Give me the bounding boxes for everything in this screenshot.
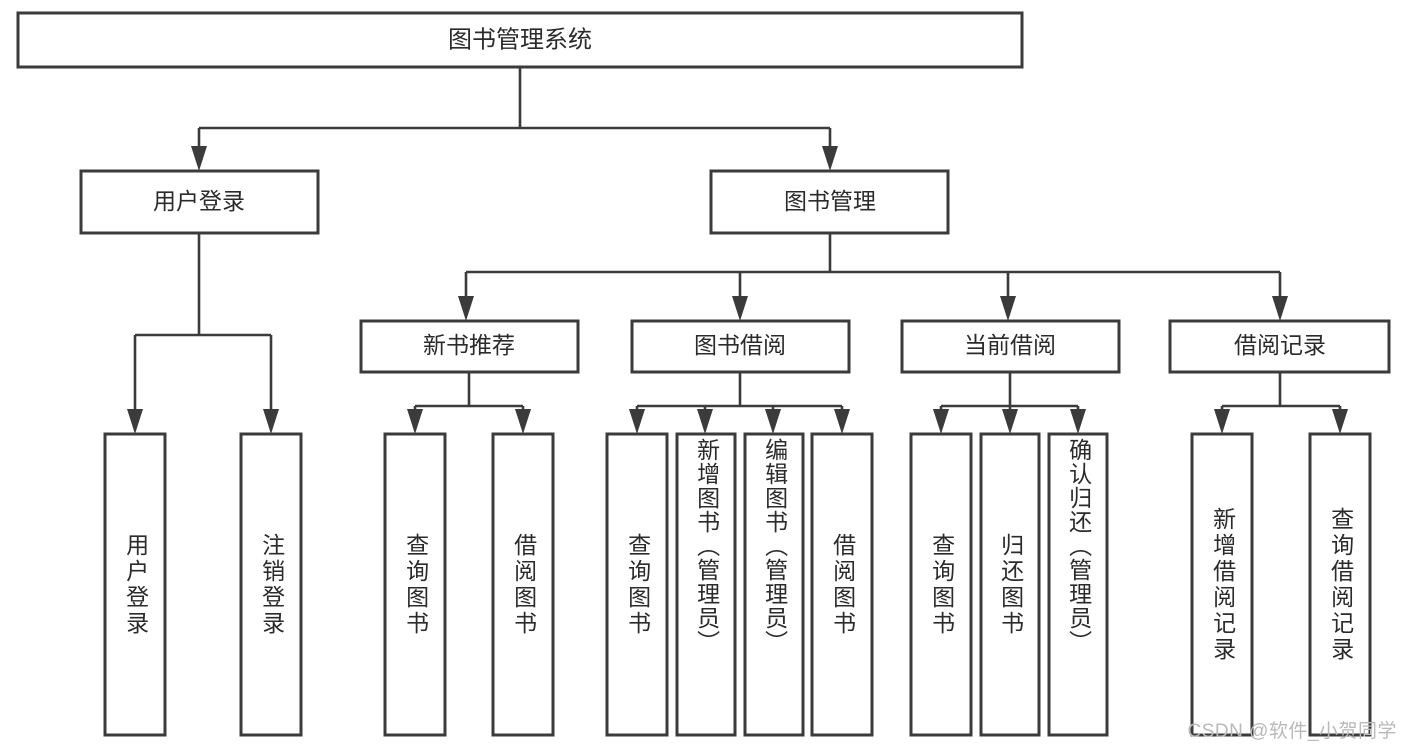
node-box-root[interactable] (16, 11, 1024, 69)
arrow-head-new-book (458, 296, 474, 321)
arrow-head-br-2 (1332, 409, 1348, 434)
connector-borrowrecord-to-leaves (1214, 372, 1348, 434)
arrow-head-cb-2 (1002, 409, 1018, 434)
connector-currentborrow-to-leaves (933, 372, 1086, 434)
leaf-box-book-borrow-2[interactable] (743, 432, 805, 737)
node-label-book-borrow: 图书借阅 (694, 332, 786, 358)
node-label-borrow-record: 借阅记录 (1234, 332, 1326, 358)
arrow-head-user-login (191, 146, 207, 171)
leaf-box-user-login-0[interactable] (103, 432, 167, 737)
node-box-new-book-recommend[interactable] (359, 319, 580, 374)
leaf-box-borrow-record-0[interactable] (1190, 432, 1254, 737)
arrow-head-bb-1 (629, 409, 645, 434)
connector-bookborrow-to-leaves (629, 372, 850, 434)
watermark-text: CSDN @软件_小贺同学 (1187, 721, 1397, 742)
arrow-head-leaf-2 (263, 409, 279, 434)
arrow-head-bb-3 (765, 409, 781, 434)
node-label-root: 图书管理系统 (448, 26, 592, 53)
node-box-current-borrow[interactable] (900, 319, 1121, 374)
leaf-box-current-borrow-0[interactable] (909, 432, 973, 737)
connector-root-to-level2 (191, 68, 838, 171)
node-box-user-login[interactable] (79, 169, 320, 235)
leaf-box-current-borrow-1[interactable] (979, 432, 1041, 737)
arrow-head-bb-2 (697, 409, 713, 434)
arrow-head-nb-1 (407, 409, 423, 434)
arrow-head-bb-4 (834, 409, 850, 434)
arrow-head-book-borrow (732, 296, 748, 321)
node-label-book-management: 图书管理 (784, 188, 876, 214)
leaf-box-current-borrow-2[interactable] (1047, 432, 1109, 737)
connector-bookmgmt-to-level3 (458, 233, 1288, 321)
arrow-head-cb-3 (1070, 409, 1086, 434)
leaf-box-user-login-1[interactable] (239, 432, 303, 737)
leaf-box-new-book-1[interactable] (491, 432, 555, 737)
node-label-current-borrow: 当前借阅 (964, 332, 1056, 358)
node-box-book-management[interactable] (709, 169, 950, 235)
arrow-head-leaf-1 (127, 409, 143, 434)
leaf-box-new-book-0[interactable] (383, 432, 447, 737)
connector-userlogin-to-leaves (127, 233, 279, 434)
node-label-user-login: 用户登录 (153, 188, 245, 214)
arrow-head-borrow-record (1272, 296, 1288, 321)
leaf-box-book-borrow-1[interactable] (675, 432, 737, 737)
leaf-box-borrow-record-1[interactable] (1308, 432, 1372, 737)
arrow-head-nb-2 (515, 409, 531, 434)
node-label-new-book-recommend: 新书推荐 (423, 332, 515, 358)
arrow-head-br-1 (1214, 409, 1230, 434)
node-box-book-borrow[interactable] (630, 319, 851, 374)
arrow-head-book-mgmt (822, 146, 838, 171)
leaf-box-book-borrow-0[interactable] (605, 432, 669, 737)
connector-newbook-to-leaves (407, 372, 531, 434)
arrow-head-current-borrow (1000, 296, 1016, 321)
node-box-borrow-record[interactable] (1168, 319, 1391, 374)
leaf-box-book-borrow-3[interactable] (810, 432, 874, 737)
arrow-head-cb-1 (933, 409, 949, 434)
